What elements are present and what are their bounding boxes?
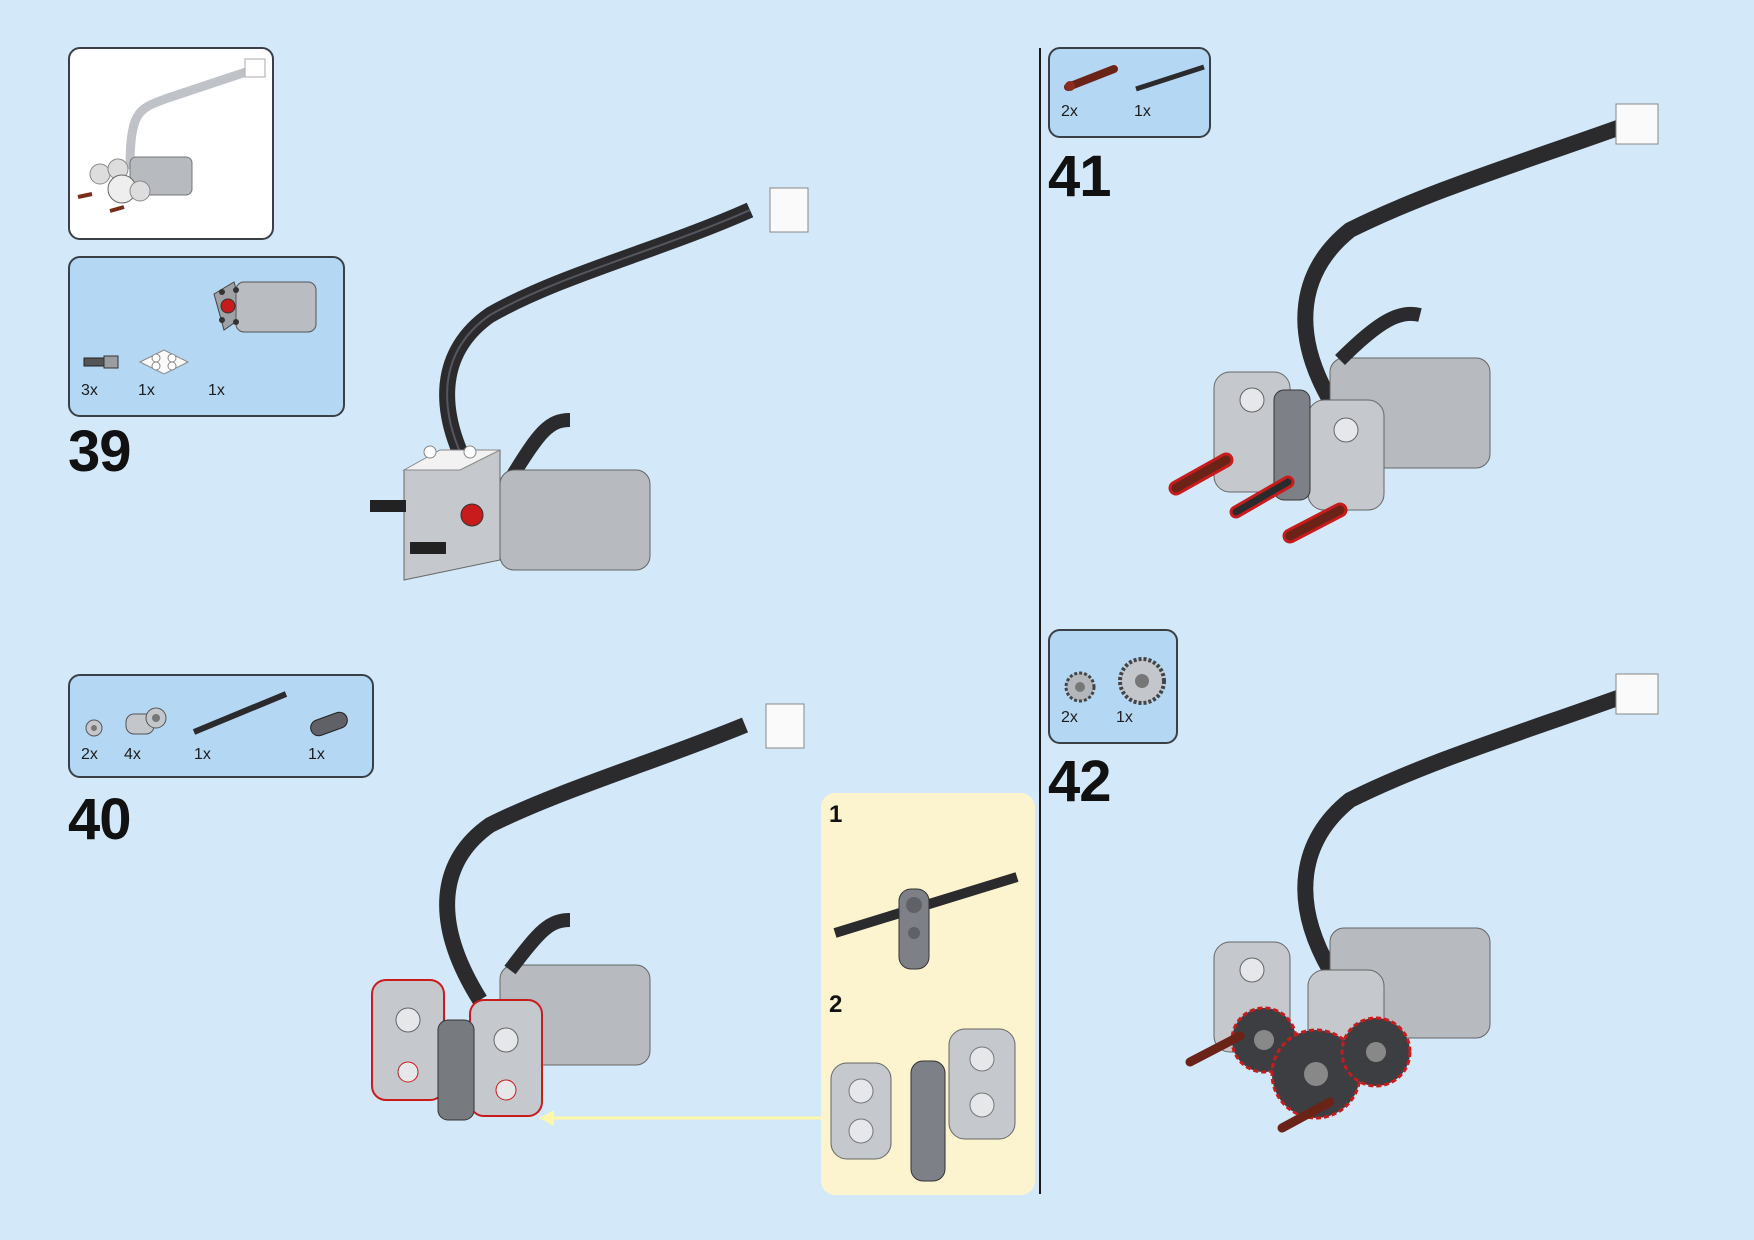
motor-assembly-step-39: [370, 187, 809, 581]
substep-number: 1: [829, 801, 843, 828]
part-qty: 1x: [208, 382, 225, 399]
connector-pair-icon: [830, 1028, 1016, 1182]
part-qty: 2x: [1061, 103, 1078, 120]
reference-thumbnail: [68, 47, 274, 240]
large-gear-icon: [1118, 657, 1166, 705]
part-qty: 4x: [124, 746, 141, 763]
parts-box-step-42: 2x 1x: [1048, 629, 1178, 744]
part-qty: 1x: [194, 746, 211, 763]
axle-with-connector-icon: [833, 872, 1019, 970]
step-number: 41: [1048, 144, 1112, 209]
part-qty: 2x: [1061, 709, 1078, 726]
part-qty: 2x: [81, 746, 98, 763]
axle-icon: [1135, 64, 1205, 92]
part-qty: 1x: [1134, 103, 1151, 120]
substep-number: 2: [829, 991, 843, 1018]
red-pin-icon: [1064, 65, 1118, 91]
parts-box-step-39: 3x 1x 1x: [68, 256, 345, 417]
bush-icon: [85, 719, 103, 737]
part-qty: 1x: [138, 382, 155, 399]
step-number: 42: [1048, 749, 1112, 814]
parts-box-step-41: 2x 1x: [1048, 47, 1211, 138]
subassembly-panel: 1 2: [821, 793, 1035, 1195]
axle-long-icon: [192, 691, 288, 735]
motor-assembly-step-42: [1185, 673, 1659, 1133]
plate-2x2-icon: [138, 349, 190, 375]
step-number: 39: [68, 419, 132, 484]
parts-box-step-40: 2x 4x 1x 1x: [68, 674, 374, 778]
part-qty: 1x: [1116, 709, 1133, 726]
previous-model-icon: [77, 58, 266, 213]
part-qty: 3x: [81, 382, 98, 399]
beam-icon: [310, 711, 348, 737]
part-qty: 1x: [308, 746, 325, 763]
step-number: 40: [68, 787, 132, 852]
small-gear-icon: [1064, 671, 1096, 703]
motor-icon: [213, 281, 317, 333]
page-divider: [1039, 48, 1041, 1194]
connector-icon: [125, 707, 167, 735]
axle-pin-icon: [83, 355, 119, 369]
motor-assembly-step-41: [1168, 103, 1659, 544]
motor-assembly-step-40: [371, 703, 822, 1126]
